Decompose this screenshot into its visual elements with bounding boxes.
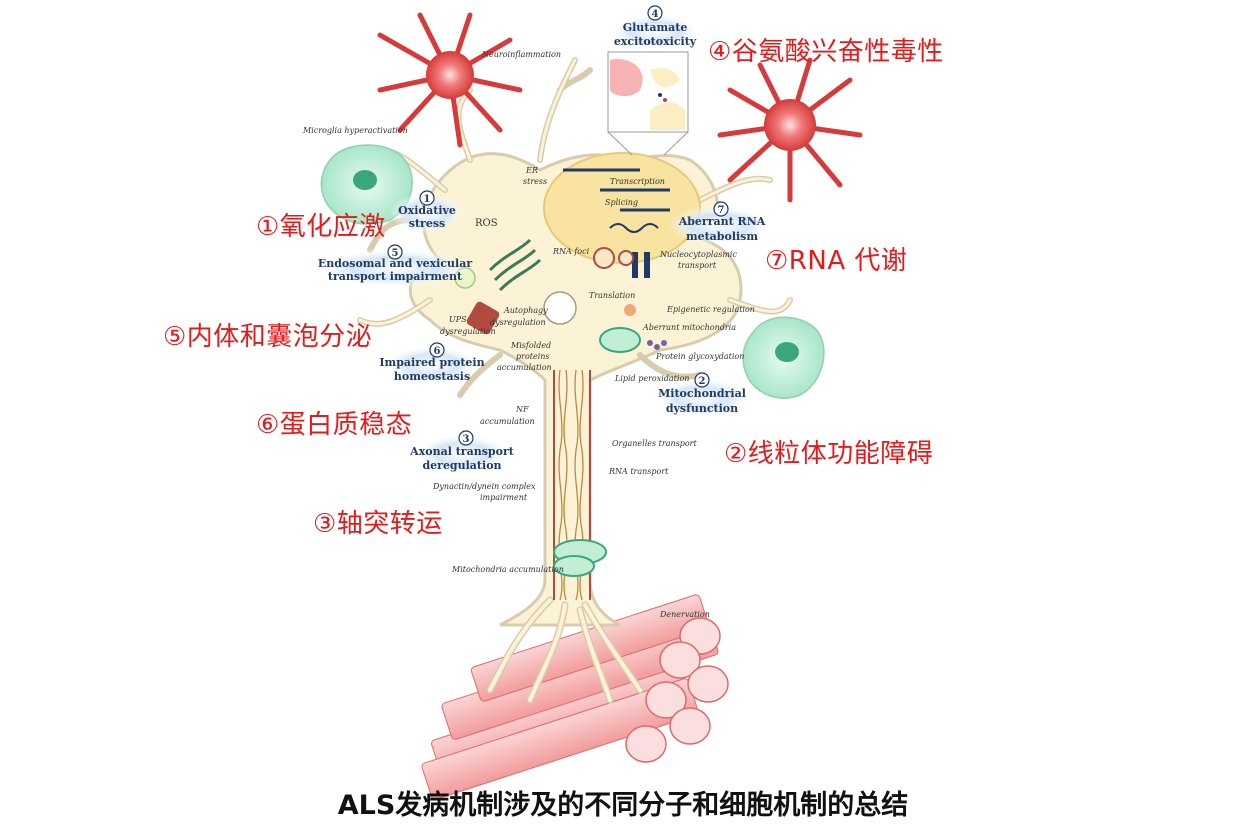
note-translation: Translation xyxy=(589,291,635,300)
note-nf1: NF xyxy=(515,405,529,414)
mrna-icon xyxy=(609,223,659,233)
note-er1: ER xyxy=(525,166,538,175)
note-ups2: dysregulation xyxy=(440,327,496,336)
badge-6-line1: Impaired protein xyxy=(379,356,484,369)
note-nucleo2: transport xyxy=(678,261,717,270)
note-ups1: UPS xyxy=(449,315,467,324)
note-dynactin2: impairment xyxy=(480,493,528,502)
note-nucleo1: Nucleocytoplasmic xyxy=(659,250,737,259)
note-protein-glyc: Protein glycoxydation xyxy=(655,352,744,361)
badge-7-line2: metabolism xyxy=(686,230,758,243)
note-epigenetic: Epigenetic regulation xyxy=(666,305,755,314)
badge-1-line2: stress xyxy=(409,217,445,230)
er-stress-icon xyxy=(488,238,542,292)
badge-axonal-transport: 3 Axonal transport deregulation xyxy=(409,430,515,474)
nuclear-pore-icon xyxy=(632,252,650,278)
neuron-body xyxy=(357,57,793,704)
astrocyte-top-left xyxy=(377,12,523,148)
translation-icon xyxy=(624,304,636,316)
label-axonal-cn: ③轴突转运 xyxy=(313,509,443,539)
badge-6-line2: homeostasis xyxy=(394,370,470,383)
label-endosomal-cn: ⑤内体和囊泡分泌 xyxy=(163,322,373,352)
annotations: Neuroinflammation Microglia hyperactivat… xyxy=(302,50,755,619)
badge-4-line1: Glutamate xyxy=(623,21,688,34)
badge-endosomal-transport: 5 Endosomal and vexicular transport impa… xyxy=(317,244,473,288)
note-rna-foci: RNA foci xyxy=(552,247,590,256)
note-rna-transport: RNA transport xyxy=(608,467,669,476)
badge-3-line2: deregulation xyxy=(422,459,501,472)
label-protein-cn: ⑥蛋白质稳态 xyxy=(256,410,413,440)
badge-3-line1: Axonal transport xyxy=(409,445,515,458)
label-mito-cn: ②线粒体功能障碍 xyxy=(724,439,934,469)
badge-2-line1: Mitochondrial xyxy=(658,387,746,400)
aberrant-mitochondria-icon xyxy=(599,327,641,353)
badge-mitochondrial: 2 Mitochondrial dysfunction xyxy=(654,372,750,418)
label-oxidative-stress-cn: ①氧化应激 xyxy=(256,212,386,242)
astrocyte-top-right xyxy=(717,57,863,203)
badge-2-line2: dysfunction xyxy=(666,402,738,415)
note-denervation: Denervation xyxy=(659,610,710,619)
note-autophagy2: dysregulation xyxy=(490,318,546,327)
note-organelles: Organelles transport xyxy=(612,439,697,448)
autophagosome-icon xyxy=(543,291,577,325)
badge-1-line1: Oxidative xyxy=(398,204,456,217)
badge-6-number: 6 xyxy=(434,346,441,357)
note-neuroinflammation: Neuroinflammation xyxy=(481,50,561,59)
note-misfolded1: Misfolded xyxy=(510,341,551,350)
badge-4-number: 4 xyxy=(652,9,659,20)
note-nf2: accumulation xyxy=(480,417,535,426)
badge-7-line1: Aberrant RNA xyxy=(678,215,766,228)
note-splicing: Splicing xyxy=(605,198,638,207)
mitochondria-accumulation-icon xyxy=(553,539,607,577)
badge-5-line2: transport impairment xyxy=(328,270,463,283)
note-misfolded2: proteins xyxy=(516,352,550,361)
rna-foci-icon xyxy=(593,247,634,269)
badge-1-number: 1 xyxy=(424,194,431,205)
note-mito-accum: Mitochondria accumulation xyxy=(451,565,564,574)
glutamate-synapse-inset xyxy=(607,51,689,156)
note-transcription: Transcription xyxy=(610,177,665,186)
badge-oxidative-stress: 1 Oxidative stress xyxy=(389,190,465,233)
note-misfolded3: accumulation xyxy=(497,363,552,372)
note-ros: ROS xyxy=(475,218,498,229)
badge-3-number: 3 xyxy=(463,434,470,445)
muscle-fibers xyxy=(421,594,729,800)
microglia-left xyxy=(320,144,413,225)
note-lipid-perox: Lipid peroxidation xyxy=(614,374,689,383)
badge-4-line2: excitotoxicity xyxy=(614,35,697,48)
note-dynactin1: Dynactin/dynein complex xyxy=(432,482,536,491)
badge-impaired-protein: 6 Impaired protein homeostasis xyxy=(379,342,485,385)
badge-glutamate: 4 Glutamate excitotoxicity xyxy=(609,5,701,50)
figure-caption: ALS发病机制涉及的不同分子和细胞机制的总结 xyxy=(337,790,909,821)
label-glutamate-cn: ④谷氨酸兴奋性毒性 xyxy=(708,37,944,67)
note-er2: stress xyxy=(523,177,547,186)
transcription-icon xyxy=(563,168,670,212)
protein-glycoxidation-icon xyxy=(647,340,667,350)
badge-5-line1: Endosomal and vexicular xyxy=(318,257,472,270)
note-microglia: Microglia hyperactivation xyxy=(302,126,408,135)
label-rna-cn: ⑦RNA 代谢 xyxy=(765,246,908,276)
note-aberrant-mito: Aberrant mitochondria xyxy=(642,323,736,332)
note-autophagy1: Autophagy xyxy=(503,306,548,315)
microglia-right xyxy=(742,316,825,399)
badge-5-number: 5 xyxy=(392,248,399,259)
badge-2-number: 2 xyxy=(699,376,706,387)
badge-aberrant-rna: 7 Aberrant RNA metabolism xyxy=(668,201,772,245)
badge-7-number: 7 xyxy=(718,205,725,216)
proteasome-icon xyxy=(466,301,500,335)
